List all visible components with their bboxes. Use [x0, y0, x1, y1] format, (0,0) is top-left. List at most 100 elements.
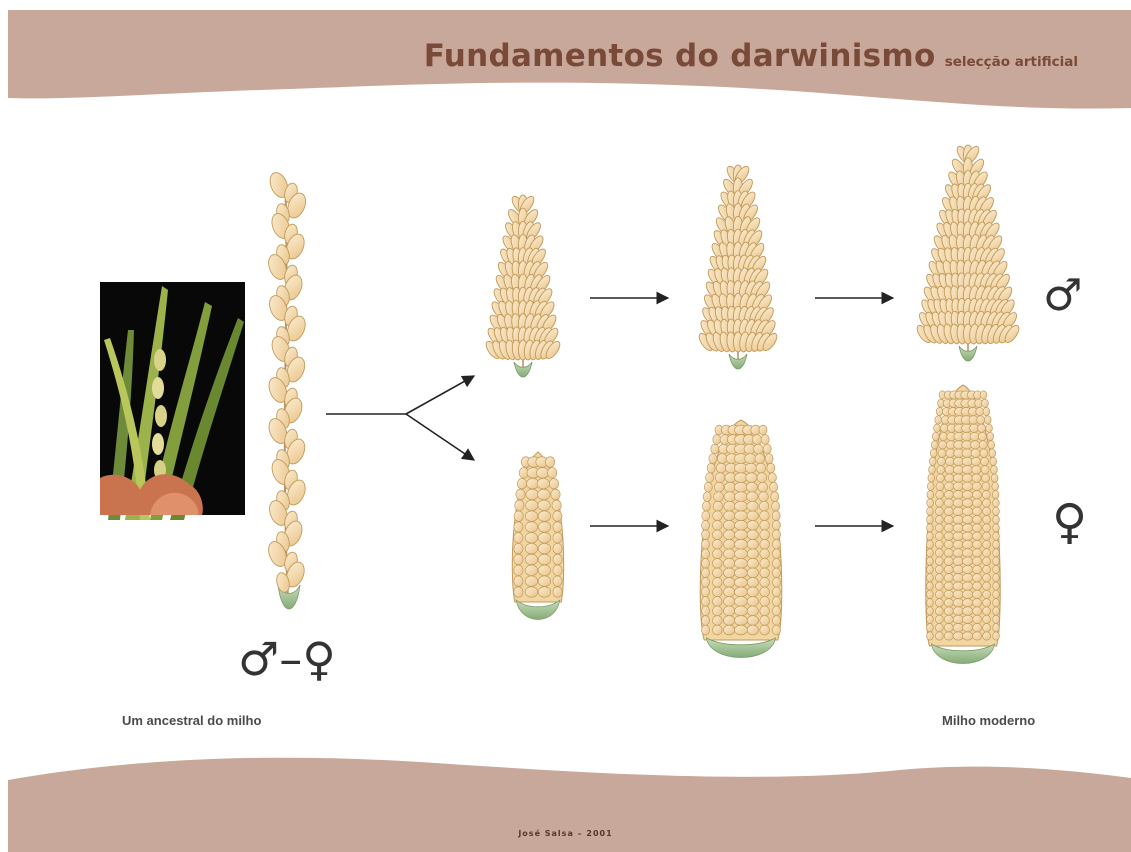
kernel [934, 424, 941, 432]
kernel [963, 574, 973, 582]
kernel [553, 565, 562, 576]
kernel [982, 474, 990, 482]
kernel [935, 624, 943, 632]
kernel [768, 473, 776, 483]
kernel [973, 524, 982, 532]
kernel [747, 616, 758, 626]
kernel [981, 466, 989, 474]
kernel [745, 454, 756, 464]
kernel [702, 530, 710, 540]
kernel [525, 587, 537, 598]
kernel [747, 520, 758, 530]
kernel [927, 624, 934, 632]
kernel [983, 574, 991, 582]
kernel [735, 616, 748, 626]
kernel [983, 549, 991, 557]
kernel [930, 449, 937, 457]
kernel [724, 520, 735, 530]
kernel [767, 463, 775, 473]
kernel [724, 558, 735, 568]
kernel [537, 468, 549, 479]
kernel [972, 491, 981, 499]
kernel [548, 468, 557, 479]
male-symbol: ♂ [1043, 274, 1082, 318]
kernel [973, 590, 982, 598]
kernel [944, 632, 953, 640]
kernel [983, 499, 991, 507]
kernel [772, 616, 780, 626]
kernel [993, 549, 1000, 557]
kernel [931, 441, 938, 449]
kernel [724, 511, 735, 521]
kernel [713, 520, 723, 530]
kernel [953, 590, 963, 598]
kernel [553, 554, 562, 565]
kernel [953, 607, 963, 615]
kernel [944, 540, 953, 548]
kernel [760, 530, 770, 540]
kernel [702, 616, 710, 626]
kernel [976, 407, 984, 415]
kernel [538, 554, 550, 565]
kernel [988, 441, 995, 449]
male-female-symbol: ♂–♀ [238, 636, 336, 682]
kernel [735, 578, 748, 588]
kernel [973, 565, 982, 573]
kernel [973, 540, 982, 548]
kernel [759, 501, 769, 511]
kernel [963, 532, 973, 540]
kernel [735, 530, 748, 540]
kernel [525, 554, 537, 565]
kernel [702, 568, 710, 578]
kernel [991, 474, 998, 482]
kernel [982, 491, 990, 499]
kernel [735, 492, 748, 502]
kernel [747, 597, 758, 607]
kernel [747, 558, 758, 568]
kernel [715, 473, 725, 483]
kernel [927, 607, 934, 615]
kernel [973, 532, 982, 540]
kernel [962, 457, 972, 465]
kernel [716, 463, 726, 473]
kernel [963, 557, 973, 565]
kernel [759, 492, 769, 502]
kernel [993, 540, 1000, 548]
wild-spike [265, 170, 309, 609]
kernel [713, 578, 723, 588]
kernel [940, 432, 948, 440]
kernel [973, 557, 982, 565]
kernel [760, 539, 770, 549]
kernel [935, 574, 943, 582]
kernel [993, 582, 1000, 590]
kernel [944, 516, 953, 524]
kernel [758, 482, 768, 492]
kernel [724, 492, 735, 502]
kernel [724, 578, 735, 588]
kernel [761, 435, 769, 445]
kernel [526, 489, 538, 500]
kernel [760, 568, 770, 578]
kernel [935, 540, 943, 548]
kernel [983, 507, 991, 515]
kernel [944, 590, 953, 598]
kernel [993, 507, 1000, 515]
kernel [962, 466, 972, 474]
kernel [735, 520, 748, 530]
kernel [724, 482, 735, 492]
cob-small [512, 452, 563, 620]
kernel [707, 463, 715, 473]
kernel [927, 532, 934, 540]
kernel [760, 597, 770, 607]
kernel [713, 539, 723, 549]
kernel [702, 587, 710, 597]
kernel [993, 574, 1000, 582]
kernel [963, 516, 973, 524]
slide-title: Fundamentos do darwinismo selecção artif… [0, 38, 1078, 74]
kernel [702, 578, 710, 588]
kernel [953, 557, 963, 565]
kernel [936, 499, 944, 507]
kernel [538, 565, 550, 576]
kernel [515, 500, 524, 511]
kernel [953, 516, 963, 524]
